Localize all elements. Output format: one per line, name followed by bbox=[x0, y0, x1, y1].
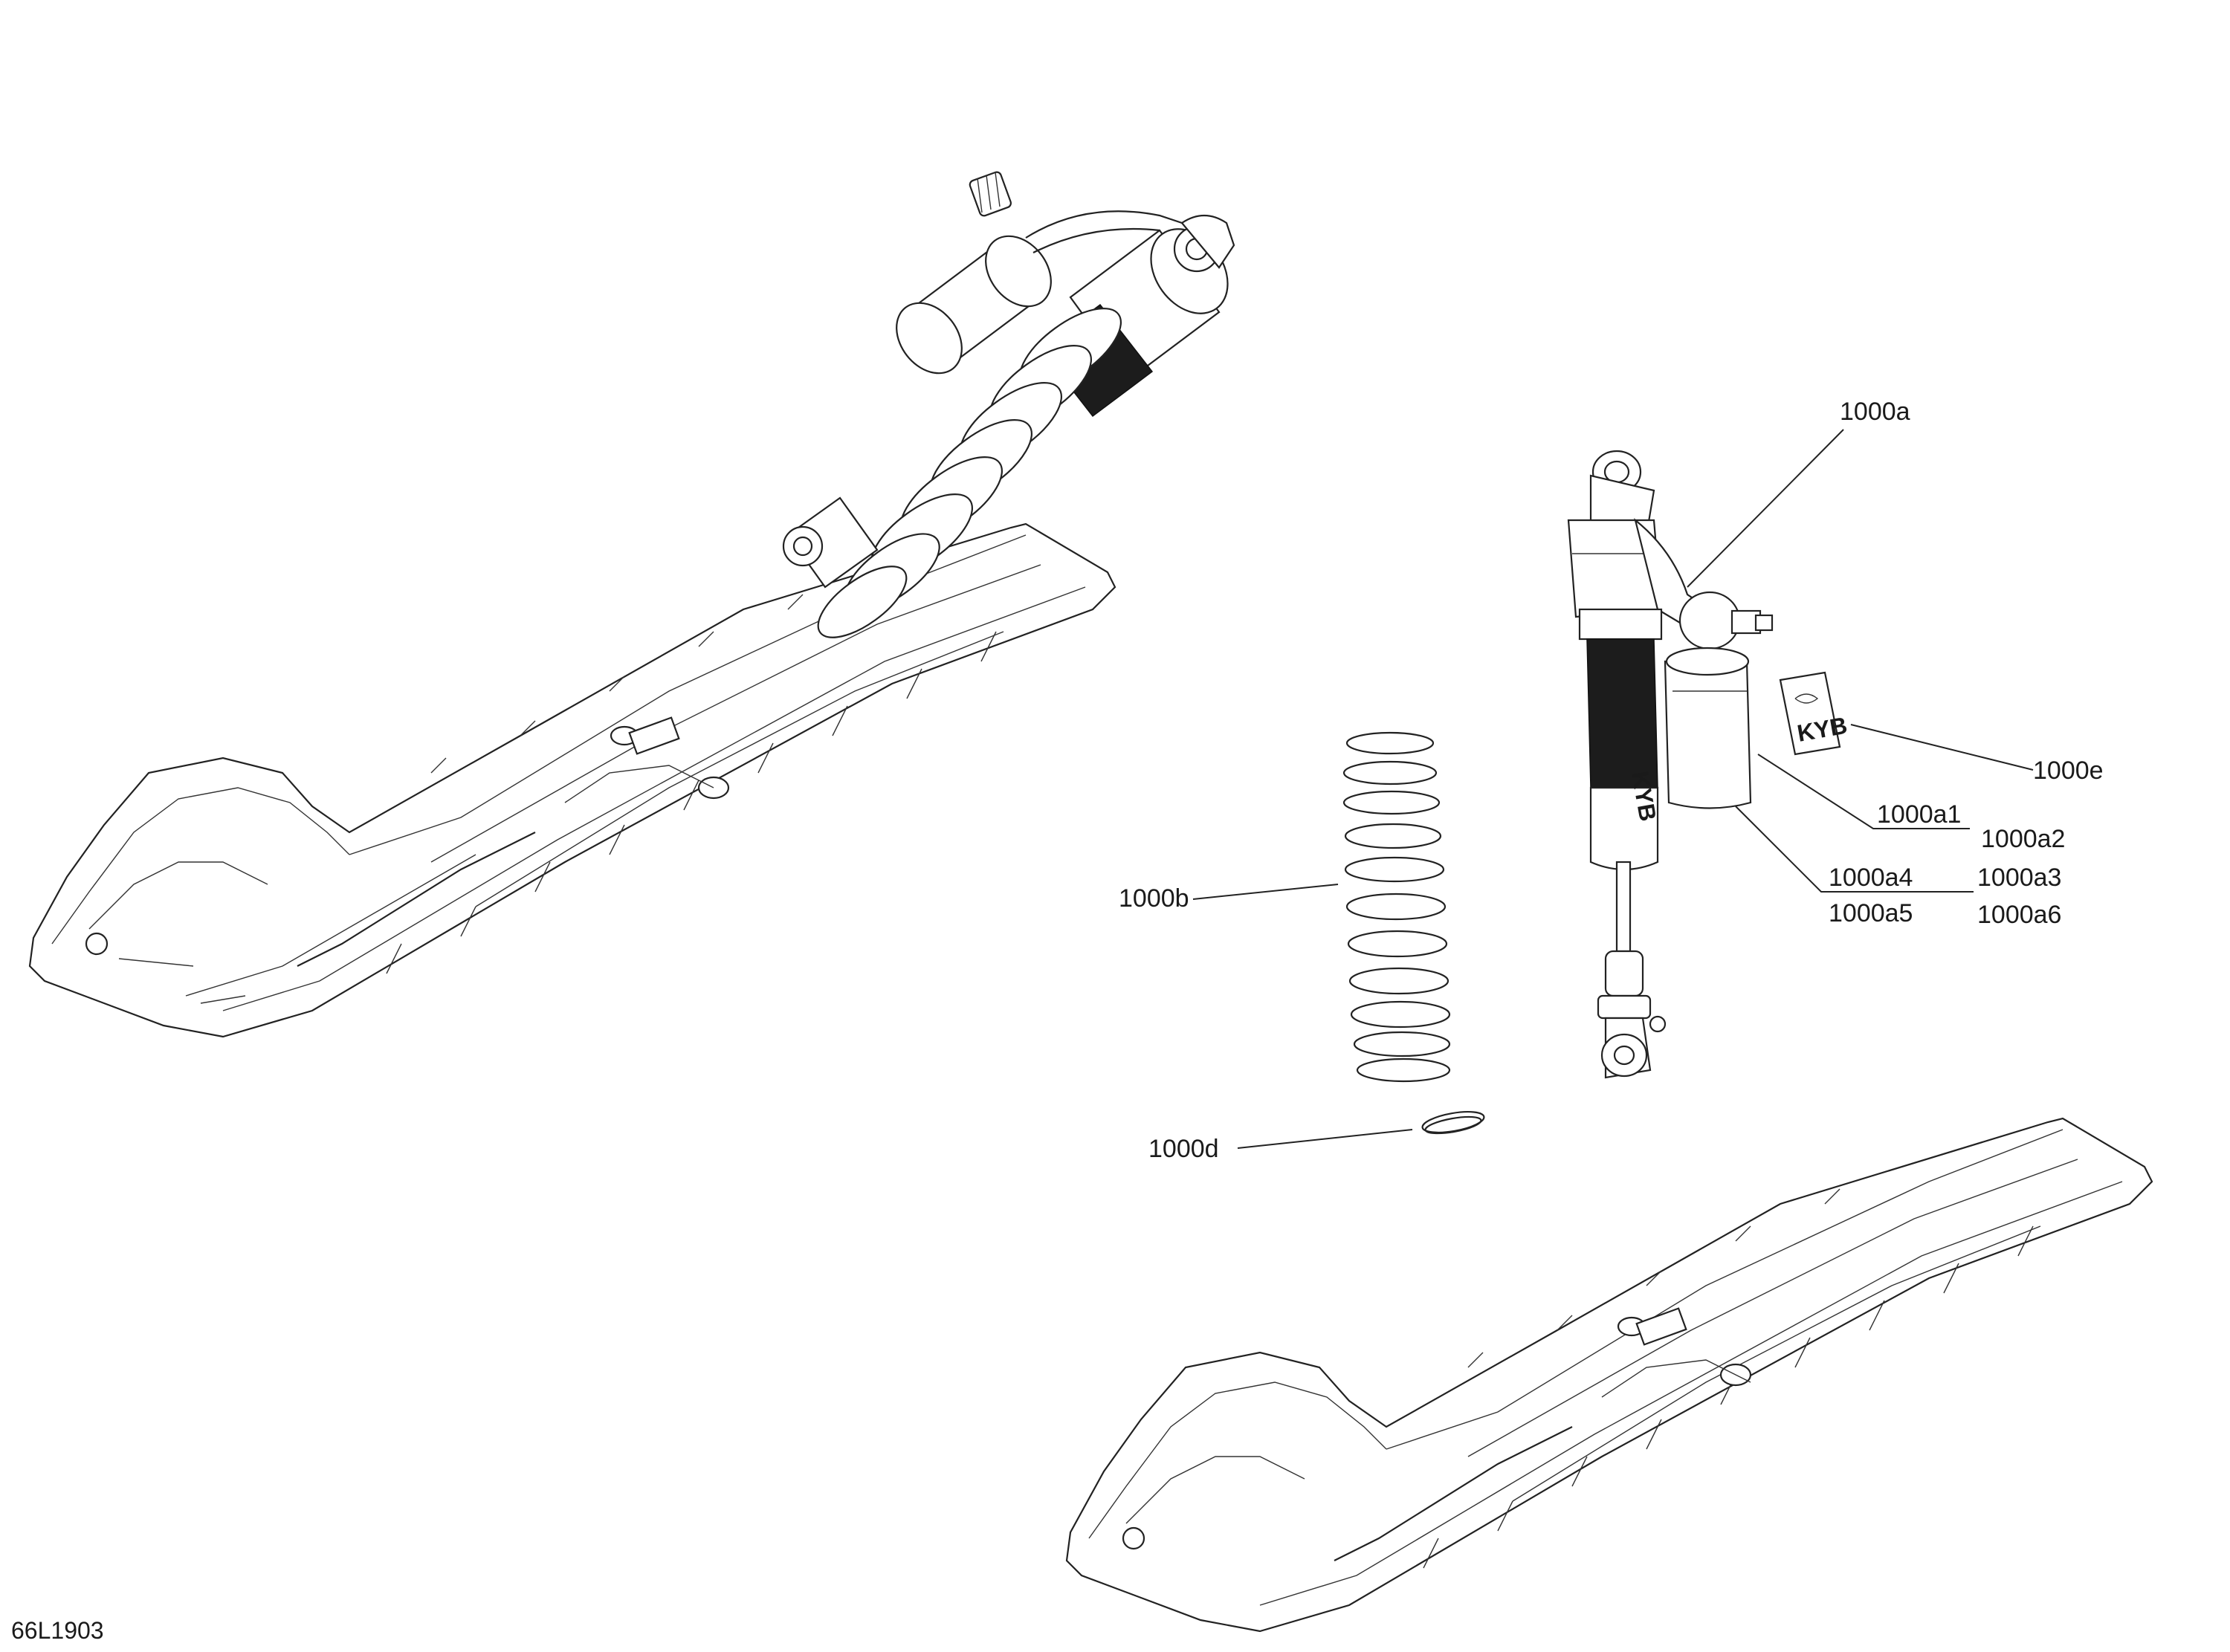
callout-labels: 1000a 1000e 1000a1 1000a2 1000a4 1000a3 … bbox=[1119, 398, 2104, 1163]
callout-1000a: 1000a bbox=[1840, 398, 1910, 426]
spring-seat-illustration bbox=[1421, 1111, 1485, 1135]
callout-1000a4: 1000a4 bbox=[1829, 864, 1913, 892]
callout-1000a2: 1000a2 bbox=[1981, 825, 2065, 853]
coil-spring-left-assembly bbox=[817, 308, 1122, 638]
shock-absorber-illustration: KYB bbox=[1567, 450, 1774, 1079]
callout-1000b: 1000b bbox=[1119, 884, 1189, 913]
shock-assembly-left-illustration bbox=[782, 171, 1235, 638]
callout-1000a5: 1000a5 bbox=[1829, 899, 1913, 927]
ski-right-illustration bbox=[1065, 1117, 2153, 1633]
diagram-reference-code: 66L1903 bbox=[11, 1617, 104, 1644]
callout-1000a6: 1000a6 bbox=[1977, 901, 2061, 929]
ski-left-illustration bbox=[28, 522, 1116, 1038]
callout-1000a1: 1000a1 bbox=[1877, 800, 1961, 829]
callout-1000d: 1000d bbox=[1148, 1135, 1219, 1163]
callout-1000e: 1000e bbox=[2033, 757, 2104, 785]
callout-1000a3: 1000a3 bbox=[1977, 864, 2061, 892]
spring-illustration bbox=[1342, 731, 1451, 1083]
decal-illustration: KYB bbox=[1779, 671, 1849, 756]
leader-lines bbox=[1192, 429, 2034, 1149]
